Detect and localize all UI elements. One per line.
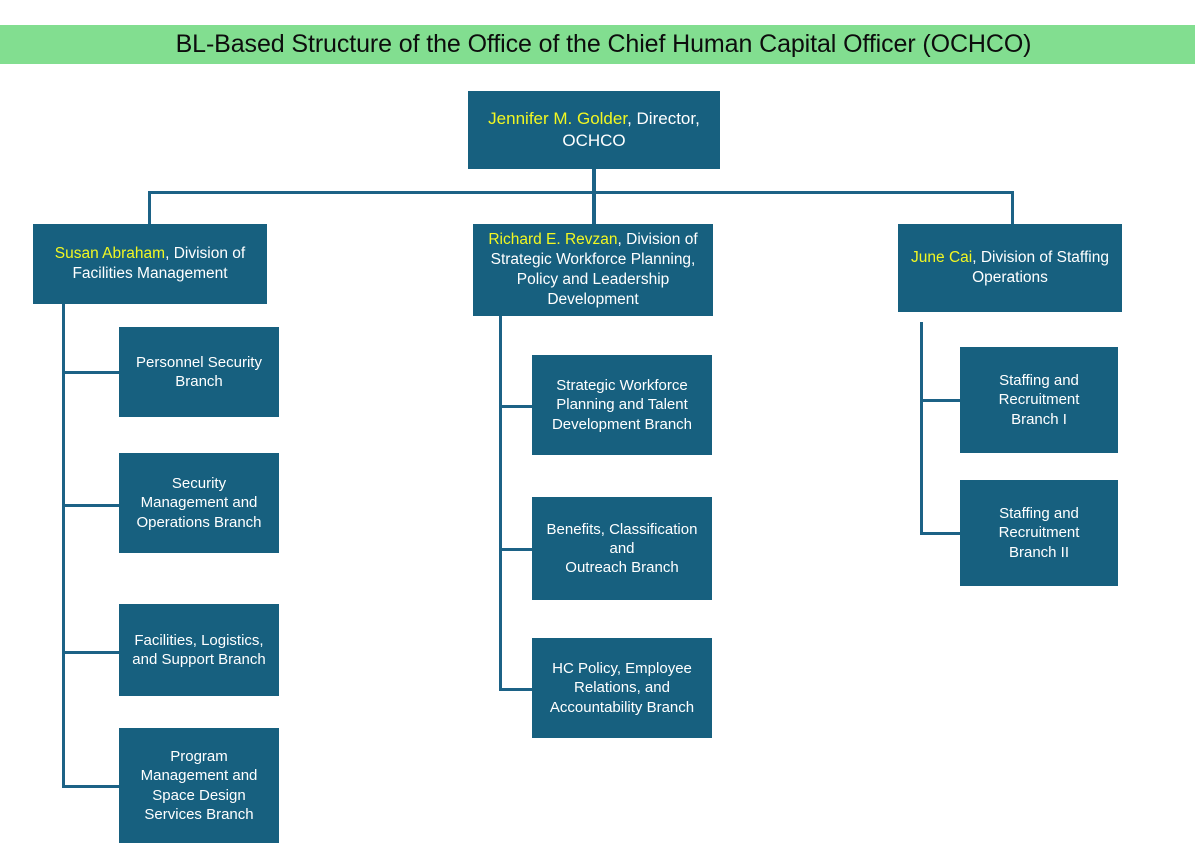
node-branch-program-management-space-design[interactable]: Program Management and Space Design Serv… [119, 728, 279, 843]
node-division-facilities-management-label: Susan Abraham, Division of Facilities Ma… [39, 244, 261, 284]
node-branch-security-management-operations[interactable]: Security Management and Operations Branc… [119, 453, 279, 553]
node-branch-staffing-recruitment-branch-i-label: Staffing and Recruitment Branch I [998, 372, 1080, 428]
node-branch-staffing-recruitment-branch-ii-label: Staffing and Recruitment Branch II [998, 505, 1080, 561]
connector-stub-staffing-recruitment-branch-i [920, 399, 962, 402]
connector-spine-division-2 [499, 316, 502, 691]
chart-title-banner: BL-Based Structure of the Office of the … [0, 25, 1195, 64]
connector-stub-personnel-security [62, 371, 120, 374]
connector-stub-staffing-recruitment-branch-ii [920, 532, 962, 535]
node-branch-strategic-workforce-talent-development[interactable]: Strategic Workforce Planning and Talent … [532, 355, 712, 455]
connector-stub-hc-policy-employee-relations [499, 688, 533, 691]
connector-stub-strategic-workforce-talent-development [499, 405, 533, 408]
node-division-staffing-operations[interactable]: June Cai, Division of Staffing Operation… [898, 224, 1122, 312]
connector-spine-division-1 [62, 304, 65, 788]
connector-root-bus [148, 191, 1014, 194]
connector-stub-benefits-classification-outreach [499, 548, 533, 551]
node-division-facilities-management[interactable]: Susan Abraham, Division of Facilities Ma… [33, 224, 267, 304]
connector-bus-to-division-3 [1011, 191, 1014, 226]
node-division-staffing-operations-label: June Cai, Division of Staffing Operation… [904, 248, 1116, 288]
connector-stub-program-management-space-design [62, 785, 120, 788]
node-branch-benefits-classification-outreach[interactable]: Benefits, Classification and Outreach Br… [532, 497, 712, 600]
node-branch-benefits-classification-outreach-label: Benefits, Classification and Outreach Br… [546, 520, 698, 577]
node-director-ochco[interactable]: Jennifer M. Golder, Director, OCHCO [468, 91, 720, 169]
node-director-ochco-title: , Director, OCHCO [562, 109, 700, 150]
node-branch-personnel-security[interactable]: Personnel Security Branch [119, 327, 279, 417]
connector-spine-division-3 [920, 322, 923, 535]
node-branch-hc-policy-employee-relations[interactable]: HC Policy, Employee Relations, and Accou… [532, 638, 712, 738]
node-division-facilities-management-title: , Division of Facilities Management [72, 245, 246, 282]
page-title: BL-Based Structure of the Office of the … [175, 30, 1032, 58]
connector-root-drop [592, 169, 596, 194]
node-branch-strategic-workforce-talent-development-label: Strategic Workforce Planning and Talent … [551, 377, 693, 433]
node-division-strategic-workforce-planning[interactable]: Richard E. Revzan, Division of Strategic… [473, 224, 713, 316]
node-director-ochco-label: Jennifer M. Golder, Director, OCHCO [474, 108, 714, 152]
node-division-strategic-workforce-planning-label: Richard E. Revzan, Division of Strategic… [479, 230, 707, 309]
person-name-jennifer-m-golder: Jennifer M. Golder [488, 109, 628, 129]
node-division-strategic-workforce-planning-title: , Division of Strategic Workforce Planni… [490, 231, 698, 308]
node-branch-program-management-space-design-label: Program Management and Space Design Serv… [140, 748, 258, 823]
node-branch-facilities-logistics-support-label: Facilities, Logistics, and Support Branc… [132, 631, 266, 668]
node-branch-hc-policy-employee-relations-label: HC Policy, Employee Relations, and Accou… [549, 660, 695, 716]
connector-stub-security-management-operations [62, 504, 120, 507]
connector-bus-to-division-2 [592, 191, 596, 226]
person-name-june-cai: June Cai [911, 249, 973, 267]
person-name-richard-e-revzan: Richard E. Revzan [488, 231, 618, 249]
connector-stub-facilities-logistics-support [62, 651, 120, 654]
node-branch-personnel-security-label: Personnel Security Branch [136, 353, 262, 390]
node-branch-staffing-recruitment-branch-ii[interactable]: Staffing and Recruitment Branch II [960, 480, 1118, 586]
node-branch-facilities-logistics-support[interactable]: Facilities, Logistics, and Support Branc… [119, 604, 279, 696]
node-branch-staffing-recruitment-branch-i[interactable]: Staffing and Recruitment Branch I [960, 347, 1118, 453]
node-division-staffing-operations-title: , Division of Staffing Operations [972, 249, 1109, 286]
connector-bus-to-division-1 [148, 191, 151, 226]
node-branch-security-management-operations-label: Security Management and Operations Branc… [136, 475, 262, 531]
person-name-susan-abraham: Susan Abraham [54, 245, 166, 263]
